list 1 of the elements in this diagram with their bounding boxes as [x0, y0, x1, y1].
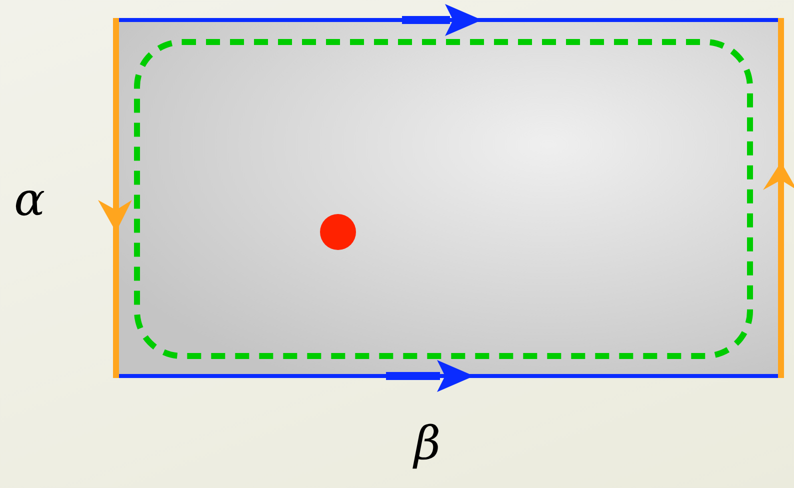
greek-letter-label: α	[14, 176, 46, 222]
